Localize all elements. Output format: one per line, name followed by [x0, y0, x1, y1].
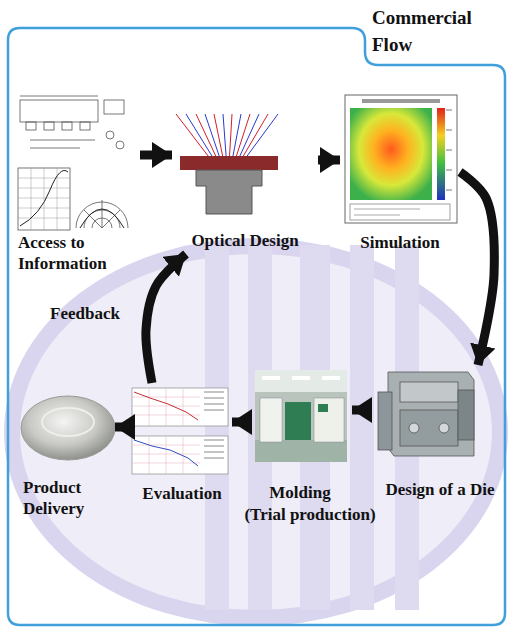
step-caption: Product Delivery [23, 477, 115, 519]
ray-trace [176, 114, 278, 214]
drawing-pin [80, 122, 90, 130]
die-pin [439, 423, 449, 433]
flow-step: Molding(Trial production) [248, 368, 352, 528]
graph-frame [18, 168, 70, 230]
chart-line [134, 440, 198, 466]
led-base [196, 170, 262, 214]
photo-floor [255, 440, 347, 462]
photo-background [255, 370, 347, 462]
flow-arrow [318, 156, 340, 165]
machine-panel [318, 404, 328, 412]
dimension-line [20, 96, 98, 97]
flow-arrow [146, 254, 186, 383]
flow-arrow [352, 406, 372, 415]
step-caption: Access to Information [18, 232, 136, 274]
ceiling-light [292, 376, 310, 380]
chart-grid [132, 436, 200, 474]
molding-machine [285, 402, 311, 440]
step-caption: Molding [248, 482, 352, 503]
color-bar-ticks [446, 110, 452, 190]
flow-step: Simulation [340, 92, 460, 254]
step-caption: Optical Design [172, 230, 318, 251]
simulation-plot [345, 95, 457, 223]
graph-grid [18, 168, 70, 230]
chart-legend-lines [204, 392, 224, 410]
die-plate [378, 392, 392, 450]
color-bar [437, 108, 445, 200]
die-plate [400, 410, 458, 446]
heat-map [350, 108, 432, 200]
plot-header [362, 99, 440, 103]
product-lens [21, 396, 115, 460]
evaluation-charts [132, 388, 228, 474]
polar-curve [80, 209, 124, 228]
drawing-line [30, 140, 95, 141]
frame-border [8, 28, 505, 625]
lens-disc [21, 396, 115, 460]
step-caption: Simulation [340, 232, 460, 253]
diagram-title: Commercial Flow [372, 4, 487, 58]
plot-frame [345, 95, 457, 223]
die-block [388, 372, 474, 456]
flow-step: Design of a Die [372, 365, 508, 505]
drawing-symbol [106, 131, 114, 139]
flow-step: Optical Design [172, 112, 318, 254]
step-caption: (Trial production) [230, 504, 390, 525]
chart-legend-lines [204, 440, 224, 458]
die-model [378, 372, 474, 456]
edge-label: Feedback [50, 303, 150, 324]
plot-info-box [350, 204, 450, 220]
molding-photo [255, 370, 347, 462]
lens-body [180, 156, 278, 170]
flow-arrow [115, 423, 132, 432]
chart-frame [132, 436, 228, 474]
drawing-outline [104, 100, 124, 114]
step-caption: Design of a Die [372, 479, 508, 500]
molding-machine [314, 398, 344, 442]
die-plate [400, 382, 458, 402]
drawing-outline [20, 100, 98, 122]
ceiling-light [262, 376, 280, 380]
chart-frame [132, 388, 228, 426]
watermark-bar [205, 245, 229, 610]
die-pin [409, 423, 419, 433]
polar-chart [76, 200, 128, 228]
plot-info-lines [354, 209, 420, 215]
watermark-ellipse [12, 246, 500, 618]
drawing-pin [44, 122, 54, 130]
drawing-symbol [116, 141, 124, 149]
die-plate [458, 390, 474, 440]
chart-grid [132, 388, 200, 426]
molding-machine [260, 398, 282, 442]
drawing-pin [26, 122, 36, 130]
drawing-pin [62, 122, 72, 130]
flow-step: Access to Information [12, 90, 140, 275]
photo-ceiling [255, 370, 347, 392]
watermark-bar [350, 245, 374, 610]
watermark-logo [12, 245, 500, 618]
step-caption: Evaluation [132, 483, 232, 504]
flow-step: Product Delivery [15, 393, 115, 523]
chart-line [134, 392, 198, 420]
drawing-line [30, 148, 80, 149]
flow-arrow [460, 172, 494, 365]
graph-curve [20, 170, 68, 226]
flow-arrow [232, 418, 248, 427]
flow-step: Evaluation [132, 383, 232, 505]
flow-arrow [140, 151, 172, 160]
lens-center [42, 408, 94, 436]
datasheet-drawing [18, 96, 128, 230]
ceiling-light [322, 376, 340, 380]
